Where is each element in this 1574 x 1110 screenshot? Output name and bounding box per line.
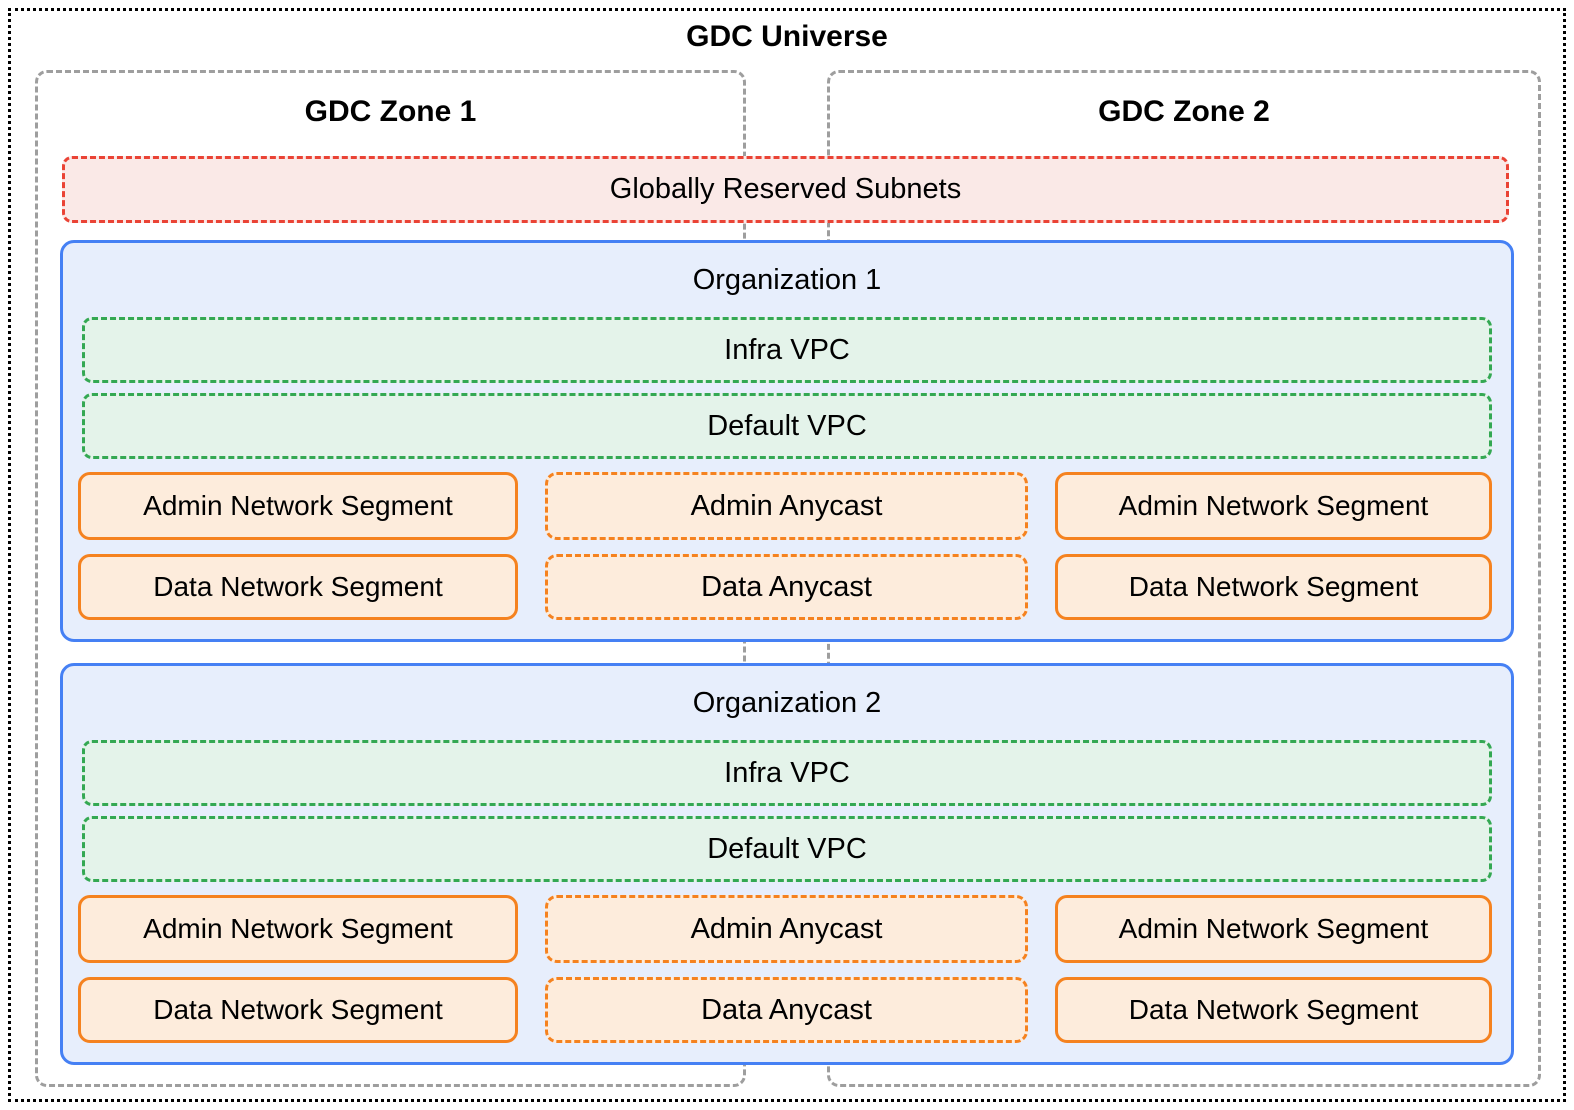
organization-1-data-row: Data Network Segment Data Anycast Data N… [78,554,1492,620]
organization-2-title: Organization 2 [692,686,882,719]
org1-data-anycast: Data Anycast [545,554,1028,620]
organization-2-data-row: Data Network Segment Data Anycast Data N… [78,977,1492,1043]
universe-title: GDC Universe [686,20,888,53]
organization-1-default-vpc: Default VPC [82,393,1492,459]
organization-1-box: Organization 1 Infra VPC Default VPC Adm… [60,240,1514,642]
org2-admin-anycast: Admin Anycast [545,895,1028,963]
org1-zone2-admin-network-segment: Admin Network Segment [1055,472,1492,540]
universe-border [8,8,1566,1102]
org1-admin-anycast: Admin Anycast [545,472,1028,540]
org2-data-anycast: Data Anycast [545,977,1028,1043]
org1-zone1-data-network-segment: Data Network Segment [78,554,518,620]
org2-zone2-admin-network-segment: Admin Network Segment [1055,895,1492,963]
organization-1-title: Organization 1 [692,263,882,296]
org2-zone1-data-network-segment: Data Network Segment [78,977,518,1043]
organization-2-infra-vpc: Infra VPC [82,740,1492,806]
org1-zone2-data-network-segment: Data Network Segment [1055,554,1492,620]
org1-zone1-admin-network-segment: Admin Network Segment [78,472,518,540]
org2-zone1-admin-network-segment: Admin Network Segment [78,895,518,963]
zone-2-label: GDC Zone 2 [1098,95,1270,128]
organization-2-admin-row: Admin Network Segment Admin Anycast Admi… [78,895,1492,963]
org2-zone2-data-network-segment: Data Network Segment [1055,977,1492,1043]
organization-1-infra-vpc: Infra VPC [82,317,1492,383]
organization-2-default-vpc: Default VPC [82,816,1492,882]
organization-2-box: Organization 2 Infra VPC Default VPC Adm… [60,663,1514,1065]
organization-1-admin-row: Admin Network Segment Admin Anycast Admi… [78,472,1492,540]
zone-1-label: GDC Zone 1 [304,95,477,128]
globally-reserved-subnets-box: Globally Reserved Subnets [62,156,1509,223]
